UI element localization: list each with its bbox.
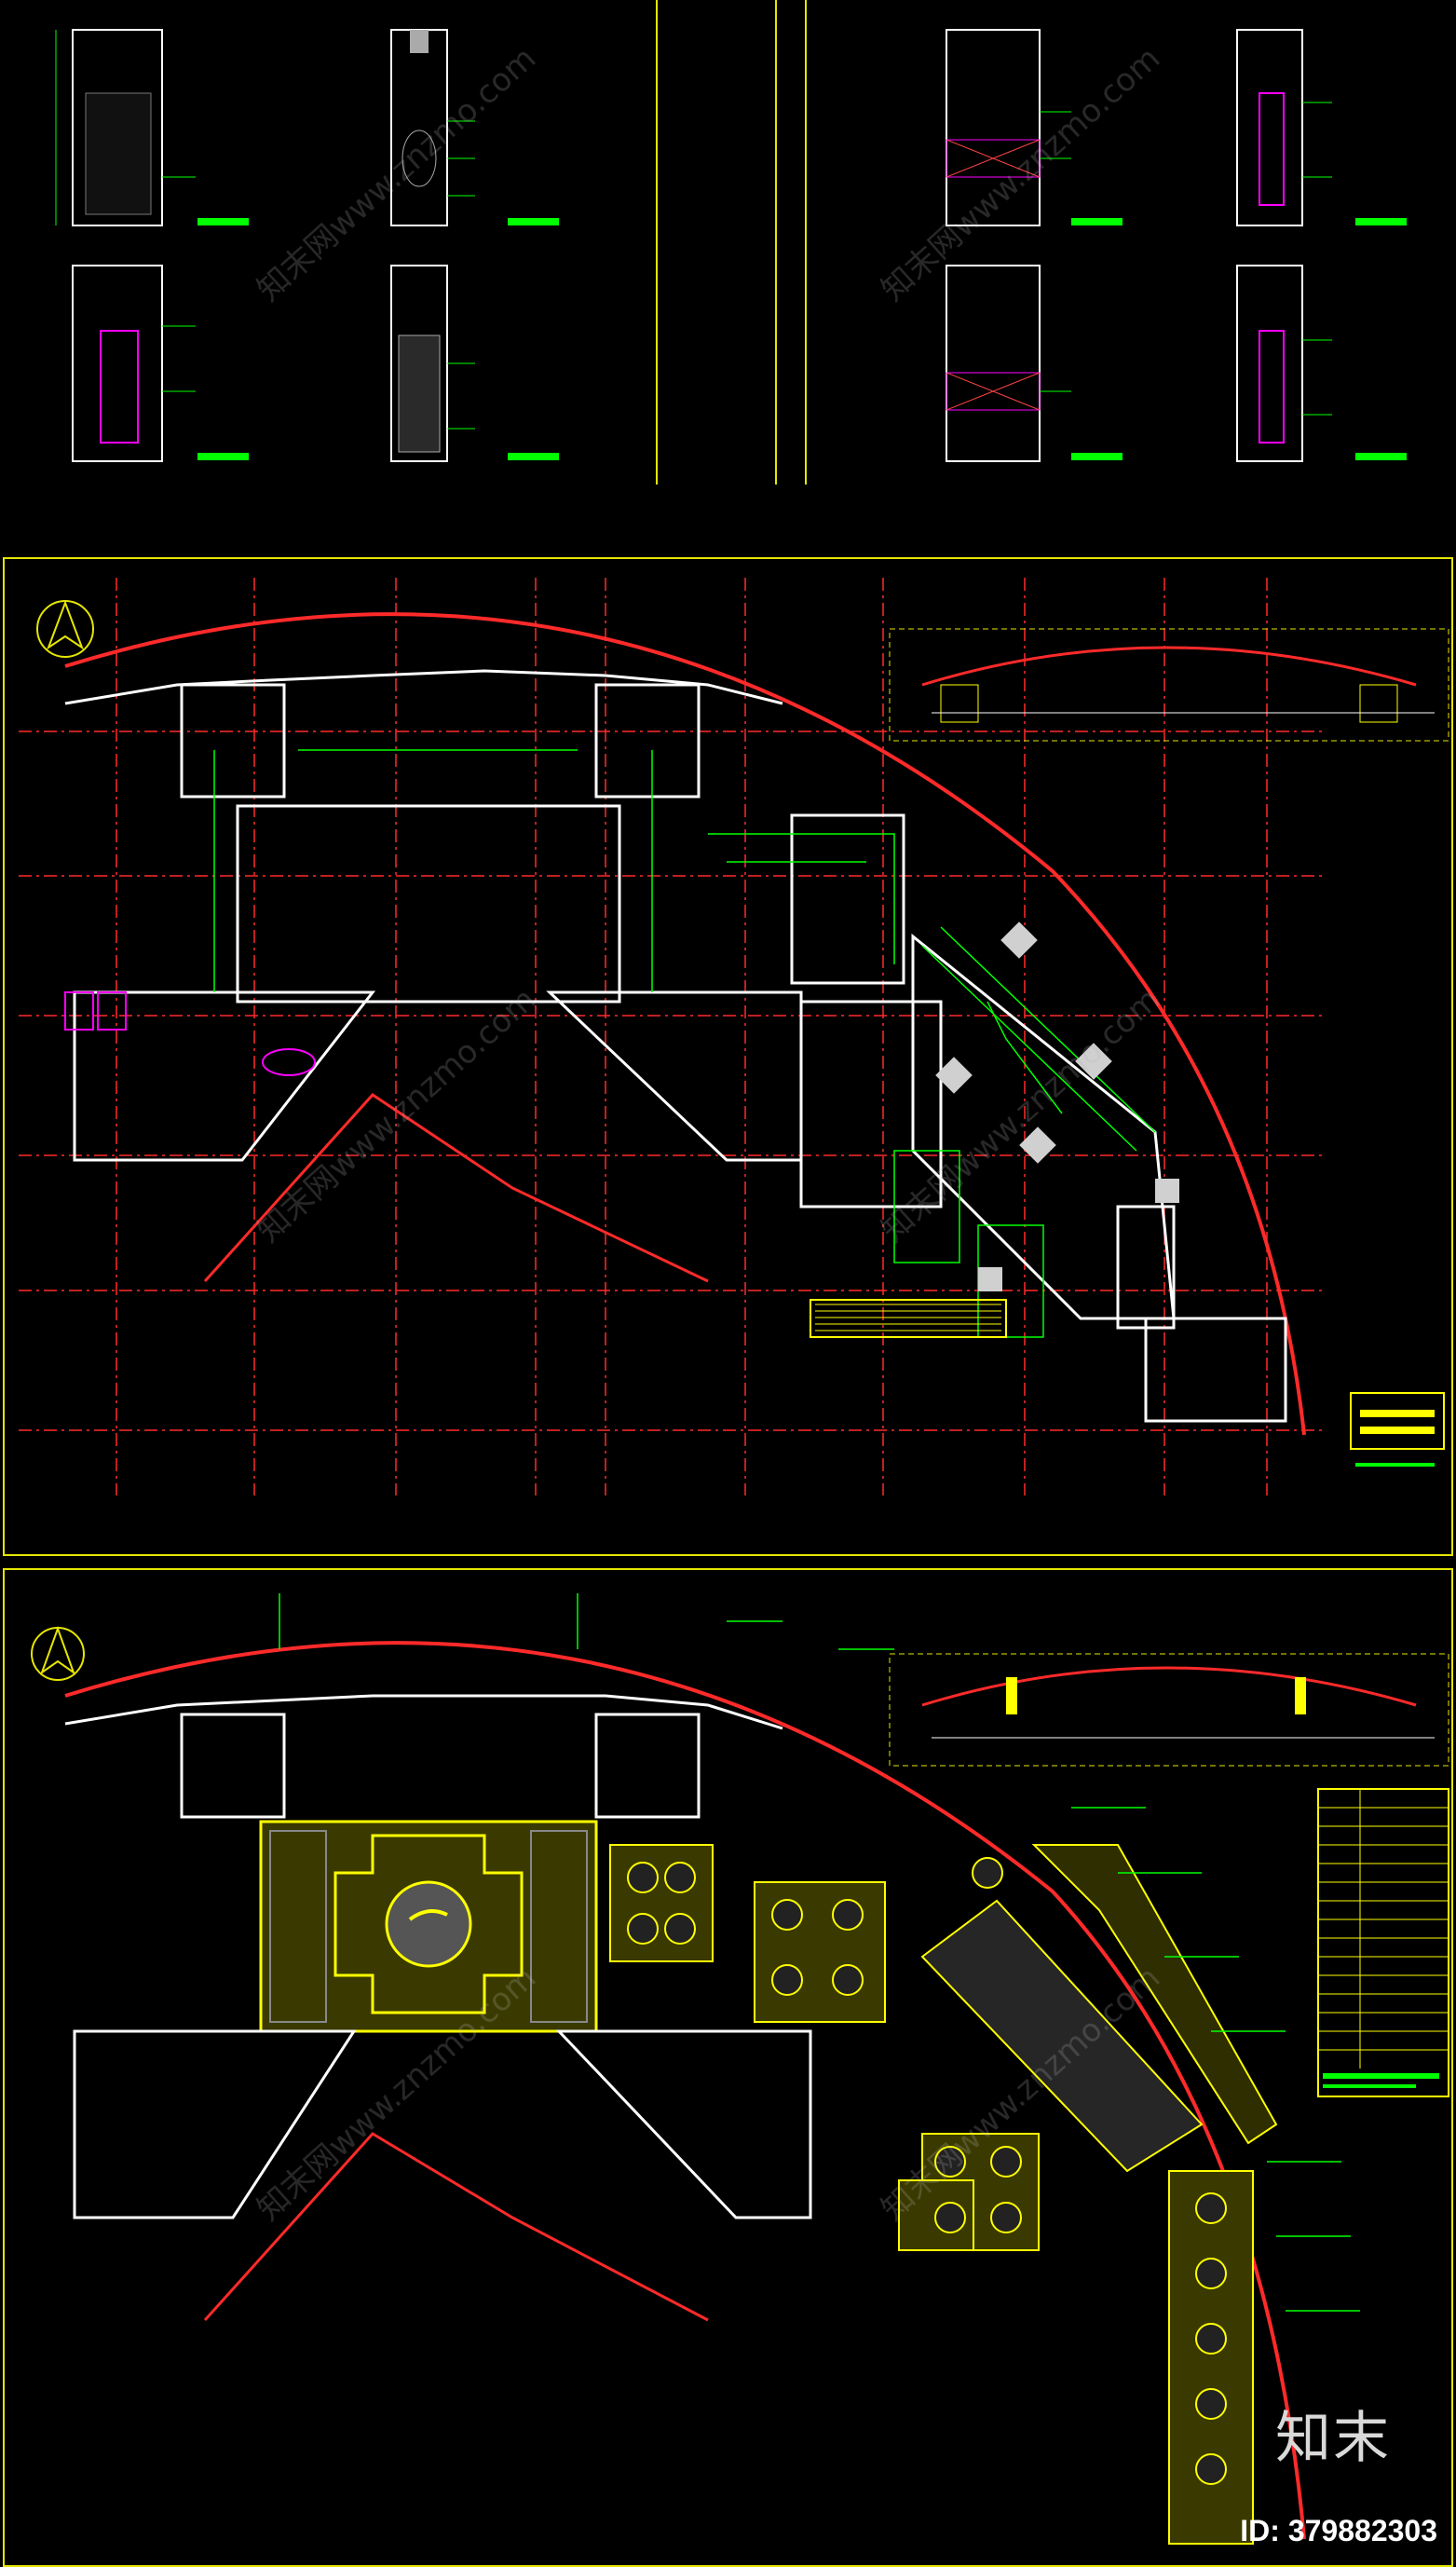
diagonal-wing bbox=[920, 1844, 1278, 2173]
coffer-panels bbox=[609, 1844, 1254, 2545]
elevation-right-2 bbox=[1236, 29, 1407, 226]
elevation-left-1 bbox=[55, 29, 249, 226]
entrance-canopy bbox=[203, 1093, 709, 1283]
dimension-lines bbox=[213, 749, 1156, 1338]
elevation-right-4 bbox=[1236, 265, 1407, 462]
image-id-label: ID: 379882303 bbox=[1240, 2514, 1437, 2547]
building-walls bbox=[64, 669, 1287, 1423]
elevation-left-4 bbox=[390, 265, 559, 462]
lobby-ceiling bbox=[259, 1820, 598, 2033]
legend-box bbox=[1350, 1392, 1445, 1467]
building-walls bbox=[64, 1694, 812, 2219]
legend-table bbox=[1317, 1788, 1449, 2097]
curved-facade bbox=[64, 612, 1306, 1436]
elevation-sheets bbox=[55, 0, 1407, 485]
floor-plan-sheet bbox=[3, 557, 1453, 1556]
inset-section bbox=[889, 1653, 1449, 1767]
structural-grid bbox=[19, 578, 1323, 1495]
north-arrow-icon bbox=[31, 1626, 85, 1681]
elevation-left-3 bbox=[72, 265, 249, 462]
escalator bbox=[810, 1299, 1007, 1338]
dimension-lines bbox=[279, 1593, 1360, 2312]
elevation-left-2 bbox=[390, 29, 559, 226]
entrance-canopy bbox=[203, 2132, 709, 2322]
north-arrow-icon bbox=[36, 600, 94, 658]
ceiling-plan-sheet bbox=[3, 1568, 1453, 2567]
elevation-right-3 bbox=[946, 265, 1123, 462]
brand-watermark: 知末 bbox=[1275, 2406, 1391, 2471]
inset-section bbox=[889, 628, 1449, 742]
elevation-right-1 bbox=[946, 29, 1123, 226]
toilet-fixtures bbox=[64, 991, 316, 1076]
